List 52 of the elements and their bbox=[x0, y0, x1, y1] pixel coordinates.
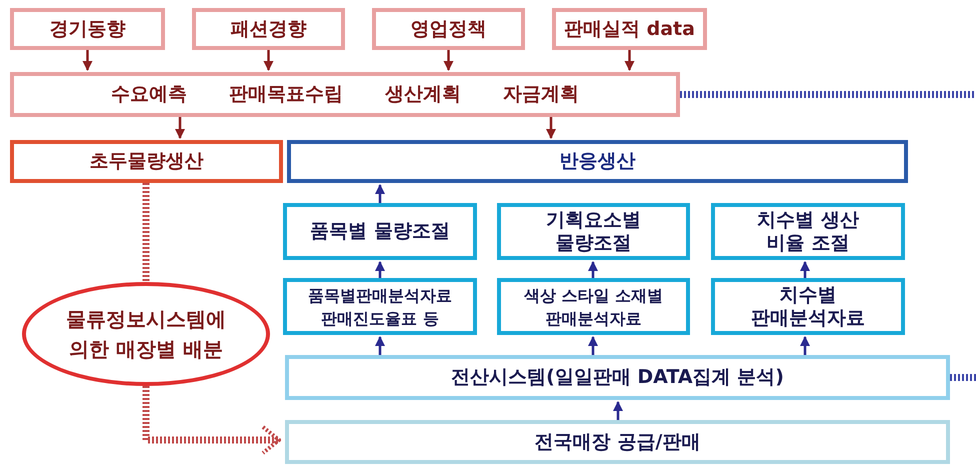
arrow bbox=[375, 261, 385, 278]
box-label: 영업정책 bbox=[410, 18, 486, 40]
box-label: 수요예측 bbox=[111, 83, 187, 106]
hatched-connector bbox=[950, 374, 976, 381]
box-label: 생산계획 bbox=[385, 83, 461, 106]
box-label: 자금계획 bbox=[503, 83, 579, 106]
hatched-connector bbox=[142, 183, 150, 282]
store-box bbox=[285, 420, 950, 464]
box-label: 전산시스템(일일판매 DATA집계 분석) bbox=[451, 366, 784, 389]
box-label: 치수별 판매분석자료 bbox=[750, 284, 866, 330]
analysis-box bbox=[711, 278, 905, 335]
factor-box bbox=[10, 8, 165, 50]
arrow bbox=[613, 401, 623, 420]
arrow bbox=[588, 336, 598, 355]
factor-box bbox=[372, 8, 525, 50]
arrow bbox=[375, 336, 385, 355]
arrow bbox=[444, 50, 454, 71]
arrow bbox=[624, 50, 634, 71]
production-box bbox=[10, 140, 283, 183]
hatched-connector bbox=[680, 91, 976, 98]
box-label: 판매실적 data bbox=[564, 18, 695, 40]
box-label: 경기동향 bbox=[50, 18, 126, 40]
box-label: 품목별 물량조절 bbox=[309, 220, 451, 243]
box-label: 기획요소별 물량조절 bbox=[545, 208, 642, 254]
box-label: 판매목표수립 bbox=[229, 83, 343, 106]
box-label: 초두물량생산 bbox=[90, 150, 204, 173]
system-box bbox=[285, 355, 950, 400]
arrow bbox=[82, 50, 92, 71]
box-label: 치수별 생산 비율 조절 bbox=[756, 208, 860, 254]
analysis-box bbox=[283, 278, 477, 335]
arrow bbox=[588, 261, 598, 278]
arrow bbox=[375, 184, 385, 203]
box-label: 물류정보시스템에 의한 매장별 배분 bbox=[65, 306, 227, 363]
arrow bbox=[264, 50, 274, 71]
box-label: 패션경향 bbox=[230, 18, 306, 40]
analysis-box bbox=[497, 278, 690, 335]
hatched-connector bbox=[142, 386, 281, 455]
box-label: 반응생산 bbox=[560, 150, 636, 173]
adjustment-box bbox=[711, 203, 905, 260]
adjustment-box bbox=[497, 203, 690, 260]
production-box bbox=[287, 140, 908, 183]
factor-box bbox=[552, 8, 707, 50]
arrow bbox=[546, 117, 556, 139]
box-label: 품목별판매분석자료 판매진도율표 등 bbox=[307, 284, 453, 330]
arrow bbox=[800, 261, 810, 278]
box-label: 전국매장 공급/판매 bbox=[534, 430, 700, 454]
factor-box bbox=[192, 8, 345, 50]
adjustment-box bbox=[283, 203, 477, 260]
planning-box bbox=[10, 72, 680, 117]
arrow bbox=[175, 117, 185, 139]
box-label: 색상 스타일 소재별 판매분석자료 bbox=[522, 284, 664, 330]
arrow bbox=[800, 336, 810, 355]
